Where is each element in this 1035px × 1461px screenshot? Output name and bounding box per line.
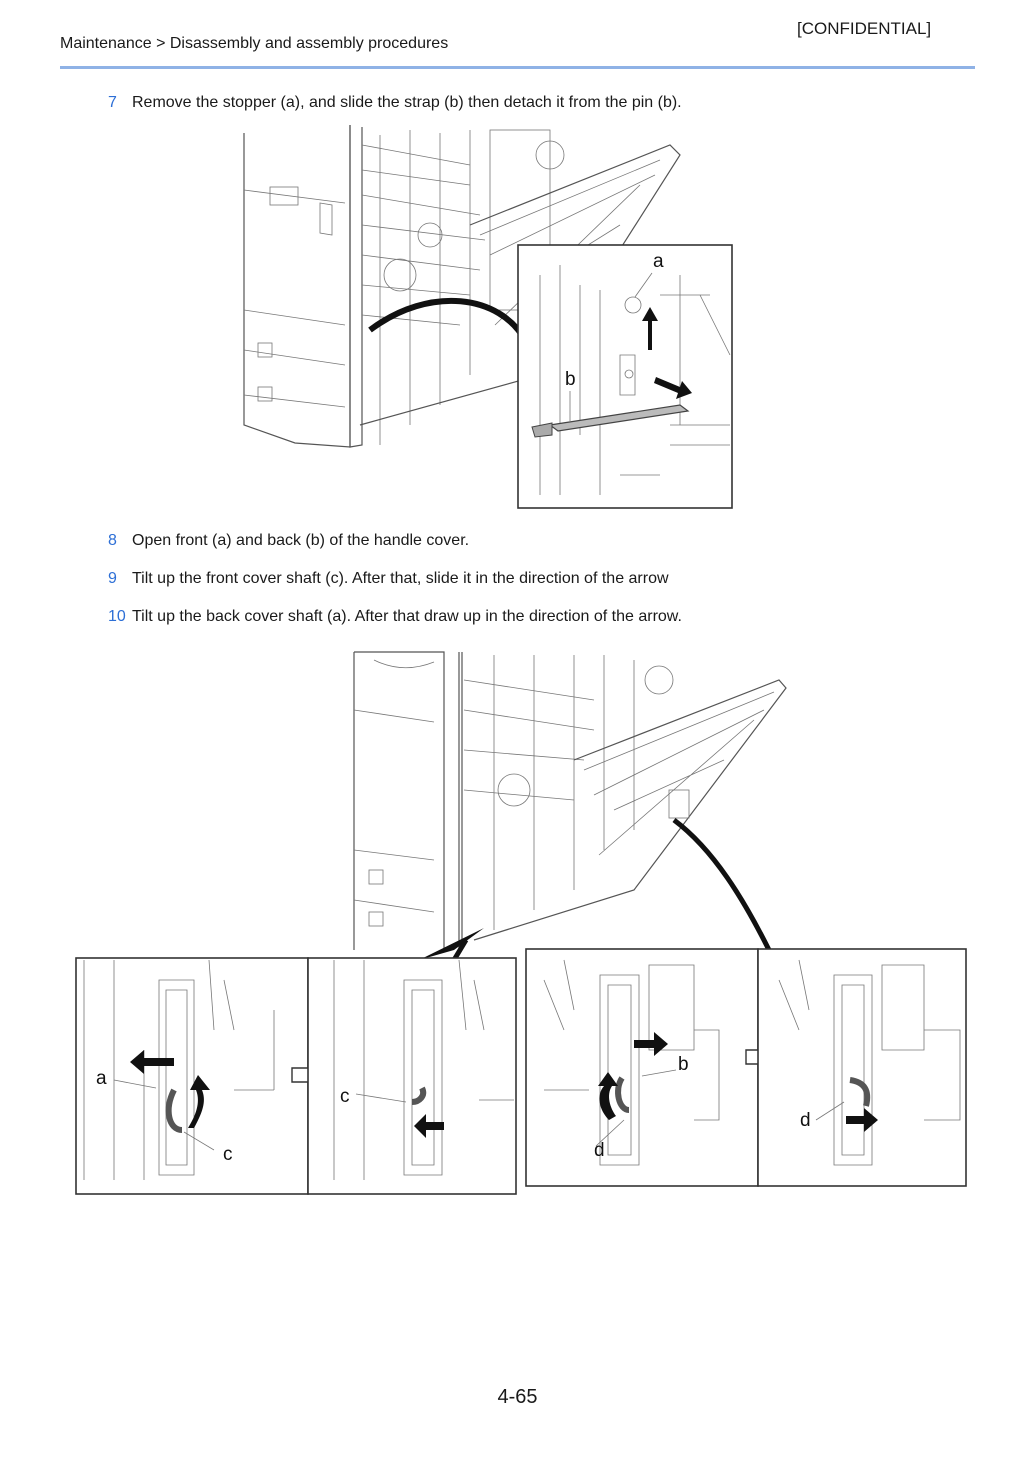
header-divider — [60, 66, 975, 69]
figure-remove-stopper: a b — [240, 125, 735, 511]
step-8: 8 Open front (a) and back (b) of the hand… — [108, 532, 469, 550]
panel3-label-d: d — [594, 1140, 605, 1161]
panel2-label-c: c — [340, 1086, 350, 1107]
step-text: Remove the stopper (a), and slide the st… — [132, 94, 682, 111]
step-number: 7 — [108, 94, 117, 111]
confidential-label: [CONFIDENTIAL] — [797, 19, 932, 38]
step-9: 9 Tilt up the front cover shaft (c). Afte… — [108, 570, 669, 588]
panel4-label-d: d — [800, 1110, 811, 1131]
label-a: a — [653, 251, 664, 272]
step-text: Tilt up the back cover shaft (a). After … — [132, 608, 682, 625]
step-number: 8 — [108, 532, 117, 549]
step-text: Tilt up the front cover shaft (c). After… — [132, 570, 669, 587]
figure-handle-cover: a c c b d d — [74, 650, 970, 1198]
panel1-label-c: c — [223, 1144, 233, 1165]
step-text: Open front (a) and back (b) of the handl… — [132, 532, 470, 549]
step-number: 9 — [108, 570, 117, 587]
panel3-label-b: b — [678, 1054, 689, 1075]
panel1-label-a: a — [96, 1068, 107, 1089]
breadcrumb: Maintenance > Disassembly and assembly p… — [60, 35, 449, 52]
step-10: 10 Tilt up the back cover shaft (a). Afte… — [108, 608, 682, 626]
figure-remove-stopper-drawing: a b — [243, 125, 733, 509]
figure-handle-cover-drawing: a c c b d d — [75, 651, 967, 1195]
label-b: b — [565, 369, 576, 390]
page-number: 4-65 — [497, 1386, 538, 1408]
step-7: 7 Remove the stopper (a), and slide the s… — [108, 94, 682, 112]
step-number: 10 — [108, 608, 126, 625]
